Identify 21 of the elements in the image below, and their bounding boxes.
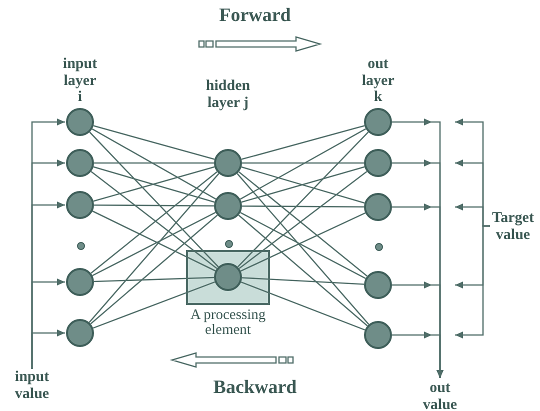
neuron-circle bbox=[364, 321, 392, 349]
neuron-circle bbox=[66, 191, 94, 219]
processing-element-caption: A processing element bbox=[189, 308, 267, 337]
input-value-label: input value bbox=[14, 369, 50, 402]
neuron-circle bbox=[364, 193, 392, 221]
neuron-circle bbox=[364, 271, 392, 299]
target-value-label: Target value bbox=[492, 210, 534, 243]
neuron-circle bbox=[214, 149, 242, 177]
backward-label: Backward bbox=[212, 378, 298, 399]
neuron-circle bbox=[66, 149, 94, 177]
forward-label: Forward bbox=[218, 6, 292, 27]
layer-heading: out layer k bbox=[362, 56, 394, 106]
neuron-circle bbox=[214, 192, 242, 220]
neuron-circle bbox=[66, 108, 94, 136]
neuron-circle bbox=[66, 319, 94, 347]
layer-heading: hidden layer j bbox=[206, 78, 250, 111]
neuron-circle bbox=[364, 108, 392, 136]
neuron-circle bbox=[66, 268, 94, 296]
neuron-circle bbox=[364, 149, 392, 177]
out-value-label: out value bbox=[422, 380, 458, 411]
layer-heading: input layer i bbox=[62, 56, 98, 106]
